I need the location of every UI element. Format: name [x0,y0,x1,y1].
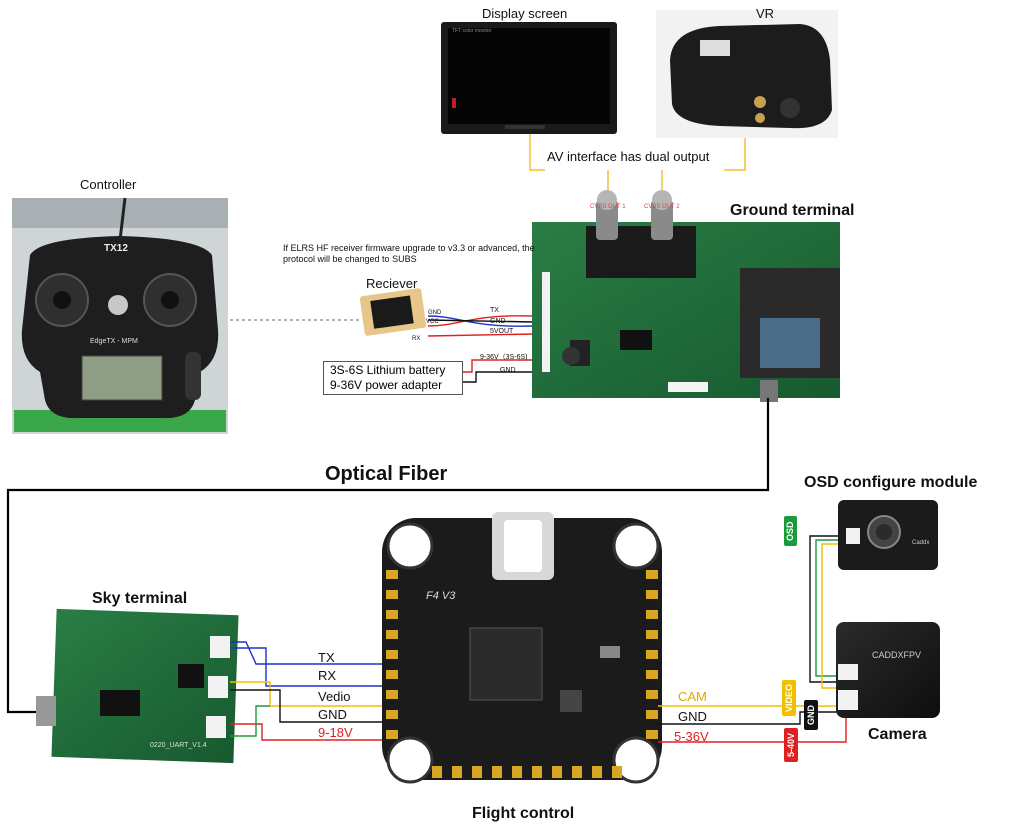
camera-brand-text: CADDXFPV [872,650,922,660]
adapter-label: 9-36V power adapter [330,378,443,392]
sky-terminal-image [36,608,239,764]
controller-firmware-text: EdgeTX - MPM [90,338,138,345]
video-tag: VIDEO [782,680,796,716]
ground-terminal-label: Ground terminal [730,202,855,219]
osd-tag: OSD [784,516,797,546]
sky-terminal-label: Sky terminal [92,590,188,607]
flight-control-label: Flight control [472,805,575,822]
flight-control-name-text: F4 V3 [426,590,456,602]
vr-goggles-image [656,10,838,138]
ground-terminal-image [532,190,840,402]
av-connection-lines [529,134,746,196]
camera-label: Camera [868,726,927,743]
power-gnd-label: GND [500,367,516,374]
sky-wire-gnd-label: GND [318,707,347,722]
receiver-wire-gnd: GND [490,318,506,325]
receiver-wire-5vout: 5VOUT [490,328,514,335]
elrs-firmware-note: If ELRS HF receiver firmware upgrade to … [283,243,535,264]
cvbs-out2-text: CVBS OUT 2 [644,204,680,210]
camera-wire-power-label: 5-36V [674,729,709,744]
receiver-label: Reciever [366,276,418,291]
controller-label: Controller [80,177,137,192]
receiver-image [359,288,427,336]
receiver-wire-tx: TX [490,307,499,314]
cvbs-out1-text: CVBS OUT 1 [590,204,626,210]
flight-control-pads [386,570,658,778]
battery-label: 3S-6S Lithium battery [330,363,446,377]
power-source-box: 3S-6S Lithium battery 9-36V power adapte… [323,361,463,395]
optical-fiber-cable [6,398,770,714]
sky-wire-rx-label: RX [318,668,337,683]
av-interface-label: AV interface has dual output [547,149,710,164]
display-screen-label: Display screen [482,6,568,21]
receiver-pin-vcc: VCC [426,319,439,325]
osd-module-label: OSD configure module [804,474,978,491]
power-wires [462,359,534,383]
tft-monitor-text: TFT color monitor [452,28,492,34]
osd-module-image [838,500,938,570]
sky-wire-power-label: 9-18V [318,725,353,740]
osd-wires [809,535,846,689]
controller-image [12,197,228,434]
receiver-wires [427,315,535,337]
sky-wires [230,641,386,741]
camera-wire-gnd-label: GND [678,709,707,724]
receiver-pin-rx: RX [412,336,421,342]
camera-image [836,622,940,718]
sky-wire-tx-label: TX [318,650,335,665]
vr-label: VR [756,6,775,21]
flight-control-image [382,512,662,784]
sky-pcb-text: 0220_UART_V1.4 [150,742,207,749]
controller-model-text: TX12 [104,243,128,254]
power-voltage-label: 9-36V（3S-6S) [480,354,528,361]
display-screen-image [441,22,617,134]
receiver-pin-gnd: GND [428,310,442,316]
sky-wire-video-label: Vedio [318,689,351,704]
camera-wire-cam-label: CAM [678,689,707,704]
osd-brand-text: Caddx [912,540,930,546]
power-tag: 5-40V [784,728,798,762]
optical-fiber-label: Optical Fiber [325,463,448,485]
gnd-tag: GND [804,700,818,730]
